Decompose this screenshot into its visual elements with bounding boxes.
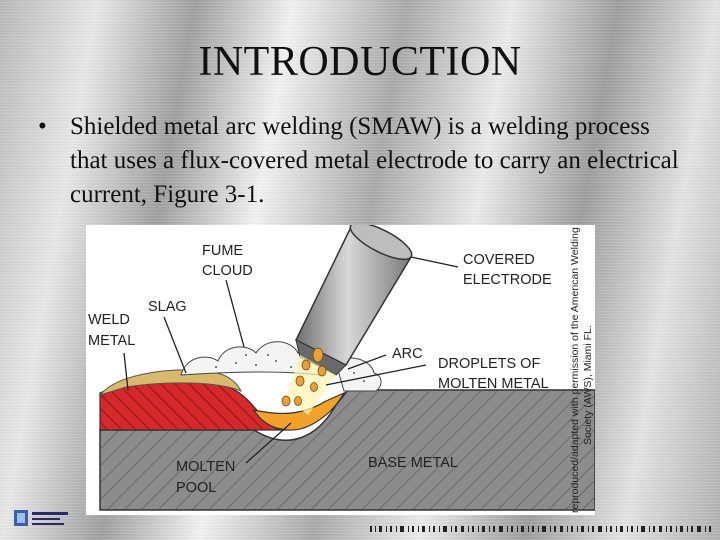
credit-line-1: reproduced/adapted with permission of th… — [569, 227, 581, 513]
publisher-logo-icon — [14, 510, 68, 526]
leader-lines — [123, 256, 459, 464]
smaw-diagram: FUME CLOUD COVERED ELECTRODE SLAG WELD M… — [86, 225, 595, 515]
fume-particles — [215, 354, 365, 382]
label-weld-metal-1: WELD — [88, 312, 130, 328]
label-molten-pool-2: POOL — [176, 480, 216, 496]
label-droplets-2: MOLTEN METAL — [438, 376, 549, 392]
label-droplets-1: DROPLETS OF — [438, 356, 540, 372]
label-weld-metal-2: METAL — [88, 333, 135, 349]
bullet-point: • Shielded metal arc welding (SMAW) is a… — [38, 110, 688, 212]
label-base-metal: BASE METAL — [368, 455, 458, 471]
slide-title: INTRODUCTION — [198, 39, 522, 85]
base-metal-shape — [99, 389, 595, 511]
smaw-diagram-svg: FUME CLOUD COVERED ELECTRODE SLAG WELD M… — [88, 225, 595, 513]
bullet-icon: • — [38, 113, 47, 140]
slag-shape — [98, 369, 243, 396]
molten-droplets — [281, 347, 327, 407]
label-slag: SLAG — [148, 299, 187, 315]
footer-barcode-strip — [370, 526, 711, 532]
credit-line-2: Society (AWS), Miami FL. — [582, 325, 594, 445]
label-covered-electrode-1: COVERED — [463, 252, 535, 268]
fume-cloud-shape — [180, 341, 382, 392]
label-arc: ARC — [392, 346, 423, 362]
label-fume-cloud-1: FUME — [202, 243, 243, 259]
label-fume-cloud-2: CLOUD — [202, 263, 253, 279]
molten-pool-shape — [252, 391, 346, 431]
bullet-text: Shielded metal arc welding (SMAW) is a w… — [70, 113, 679, 208]
label-covered-electrode-2: ELECTRODE — [463, 272, 552, 288]
label-molten-pool-1: MOLTEN — [176, 459, 235, 475]
